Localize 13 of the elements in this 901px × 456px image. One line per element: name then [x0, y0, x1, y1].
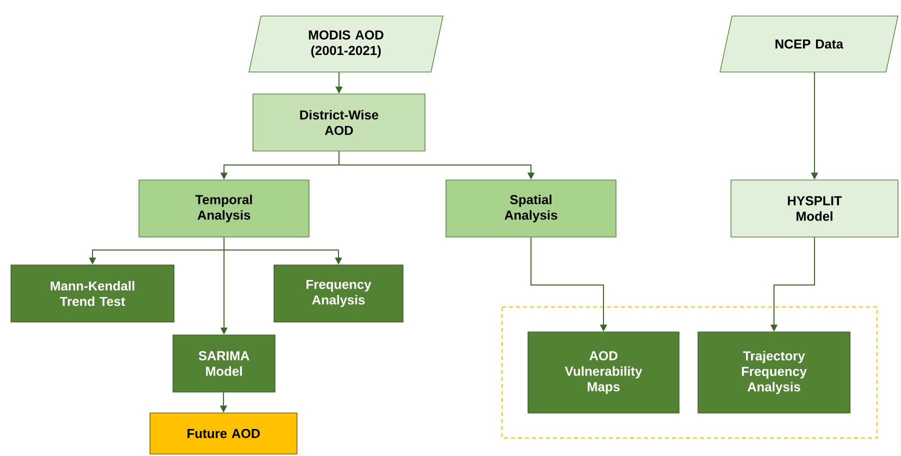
process-box: Frequency Analysis: [274, 264, 404, 322]
process-box: Mann-Kendall Trend Test: [10, 264, 174, 322]
output-box: Future AOD: [150, 412, 298, 454]
input-parallelogram: MODIS AOD (2001-2021): [248, 16, 444, 72]
process-box: HYSPLIT Model: [730, 180, 898, 238]
process-box: Spatial Analysis: [446, 180, 616, 238]
input-parallelogram: NCEP Data: [720, 16, 898, 72]
process-box: SARIMA Model: [172, 334, 276, 392]
process-box: Temporal Analysis: [138, 180, 310, 238]
process-box: District-Wise AOD: [252, 94, 426, 152]
output-box: Trajectory Frequency Analysis: [698, 332, 850, 414]
dashed-group-box: [502, 306, 878, 438]
output-box: AOD Vulnerability Maps: [528, 332, 680, 414]
